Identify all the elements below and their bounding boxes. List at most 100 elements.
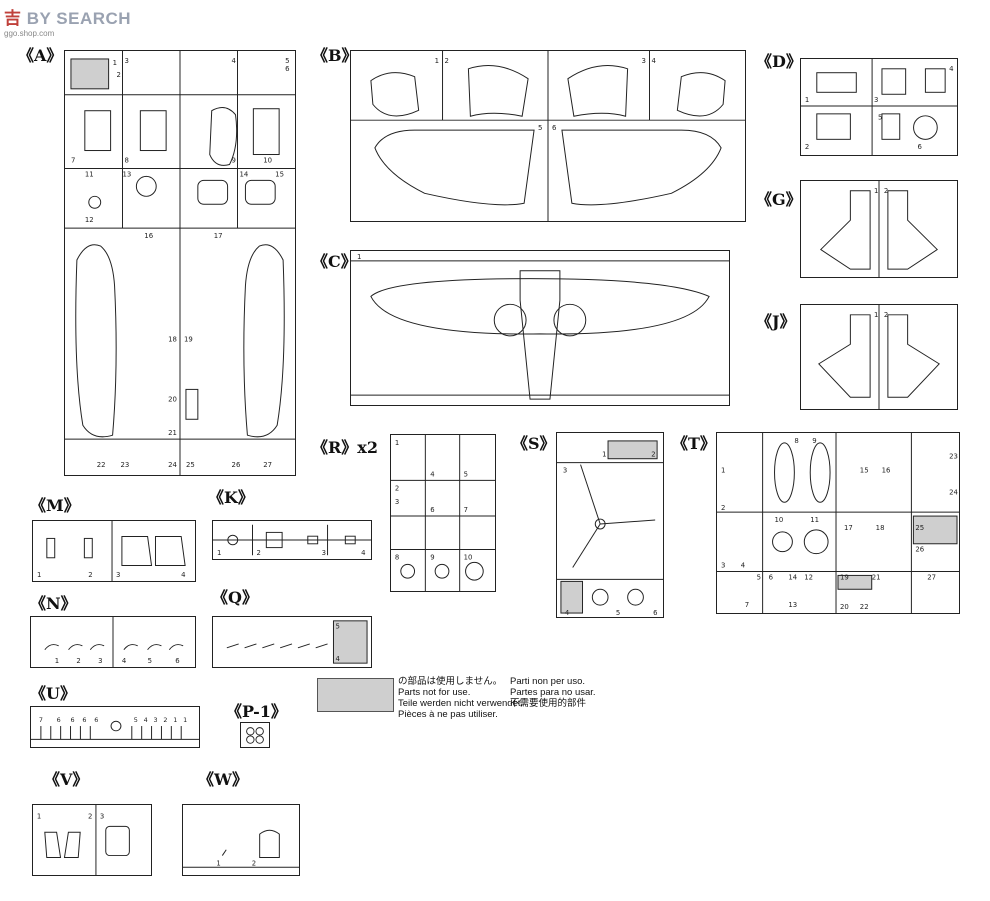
- svg-text:1: 1: [37, 813, 41, 821]
- svg-text:2: 2: [395, 484, 399, 492]
- svg-text:1: 1: [216, 859, 220, 867]
- sprue-label-v: 《V》: [44, 770, 89, 789]
- svg-text:23: 23: [121, 461, 130, 469]
- svg-text:21: 21: [872, 573, 881, 581]
- svg-text:27: 27: [263, 461, 272, 469]
- svg-text:3: 3: [116, 571, 120, 579]
- svg-text:6: 6: [552, 124, 556, 132]
- svg-text:4: 4: [651, 57, 656, 65]
- sprue-q-drawing: 54: [226, 620, 368, 664]
- svg-text:5: 5: [134, 717, 138, 724]
- svg-text:5: 5: [335, 623, 339, 631]
- svg-text:5: 5: [538, 124, 542, 132]
- svg-text:1: 1: [395, 439, 399, 447]
- svg-text:13: 13: [123, 170, 132, 178]
- svg-text:6: 6: [82, 717, 86, 724]
- svg-text:4: 4: [122, 657, 126, 665]
- sprue-k: 1 2 3 4: [212, 520, 372, 560]
- logo-text: BY SEARCH: [26, 9, 132, 28]
- sprue-label-w: 《W》: [198, 770, 248, 789]
- svg-text:6: 6: [918, 143, 922, 151]
- svg-text:26: 26: [232, 461, 241, 469]
- sprue-label-u: 《U》: [30, 684, 76, 703]
- svg-text:1: 1: [721, 467, 725, 475]
- svg-text:3: 3: [100, 813, 104, 821]
- svg-text:6: 6: [94, 717, 98, 724]
- svg-text:9: 9: [812, 437, 816, 445]
- svg-text:18: 18: [168, 336, 177, 344]
- svg-text:8: 8: [794, 437, 798, 445]
- svg-text:22: 22: [860, 603, 869, 611]
- svg-text:19: 19: [184, 336, 193, 344]
- svg-text:3: 3: [322, 549, 326, 557]
- svg-text:17: 17: [844, 524, 853, 532]
- svg-text:1: 1: [602, 451, 606, 459]
- svg-text:1: 1: [113, 59, 117, 67]
- svg-text:1: 1: [37, 571, 41, 579]
- svg-text:1: 1: [217, 549, 221, 557]
- svg-text:2: 2: [88, 571, 92, 579]
- svg-text:2: 2: [445, 57, 449, 65]
- sprue-label-k: 《K》: [208, 488, 254, 507]
- svg-text:15: 15: [275, 170, 284, 178]
- svg-text:10: 10: [263, 156, 272, 164]
- watermark-logo: 吉 BY SEARCH ggo.shop.com: [4, 4, 131, 38]
- logo-mark: 吉: [4, 9, 22, 28]
- unused-parts-swatch: [317, 678, 394, 712]
- svg-text:24: 24: [949, 488, 958, 496]
- svg-text:3: 3: [642, 57, 646, 65]
- sprue-label-t: 《T》: [672, 434, 716, 453]
- svg-text:3: 3: [98, 657, 102, 665]
- sprue-k-drawing: 1 2 3 4: [213, 524, 371, 557]
- sprue-p1: [240, 722, 270, 748]
- svg-text:3: 3: [124, 57, 128, 65]
- svg-text:1: 1: [183, 717, 187, 724]
- svg-text:27: 27: [927, 573, 936, 581]
- svg-text:1: 1: [55, 657, 59, 665]
- svg-text:3: 3: [563, 467, 567, 475]
- svg-text:17: 17: [214, 232, 223, 240]
- sprue-label-m: 《M》: [30, 496, 80, 515]
- svg-text:25: 25: [915, 524, 924, 532]
- svg-text:9: 9: [430, 553, 434, 561]
- svg-text:12: 12: [85, 216, 94, 224]
- svg-text:3: 3: [874, 96, 878, 104]
- sprue-label-b: 《B》: [312, 46, 358, 65]
- svg-text:20: 20: [168, 395, 177, 403]
- svg-text:19: 19: [840, 573, 849, 581]
- svg-text:6: 6: [430, 506, 434, 514]
- svg-text:16: 16: [882, 467, 891, 475]
- svg-text:11: 11: [85, 170, 94, 178]
- svg-text:6: 6: [285, 65, 289, 73]
- sprue-label-g: 《G》: [756, 190, 802, 209]
- svg-text:2: 2: [721, 504, 725, 512]
- svg-text:2: 2: [76, 657, 80, 665]
- svg-text:4: 4: [361, 549, 365, 557]
- svg-text:2: 2: [805, 143, 809, 151]
- svg-text:5: 5: [464, 470, 468, 478]
- legend-text-col2: Parti non per uso. Partes para no usar. …: [510, 676, 596, 709]
- svg-text:6: 6: [71, 717, 75, 724]
- svg-text:4: 4: [565, 609, 569, 617]
- svg-text:6: 6: [175, 657, 179, 665]
- svg-text:2: 2: [256, 549, 260, 557]
- svg-text:25: 25: [186, 461, 195, 469]
- svg-text:3: 3: [395, 498, 399, 506]
- sprue-c: 1: [350, 250, 730, 406]
- svg-text:2: 2: [88, 813, 92, 821]
- svg-text:6: 6: [57, 717, 61, 724]
- svg-text:2: 2: [884, 311, 888, 319]
